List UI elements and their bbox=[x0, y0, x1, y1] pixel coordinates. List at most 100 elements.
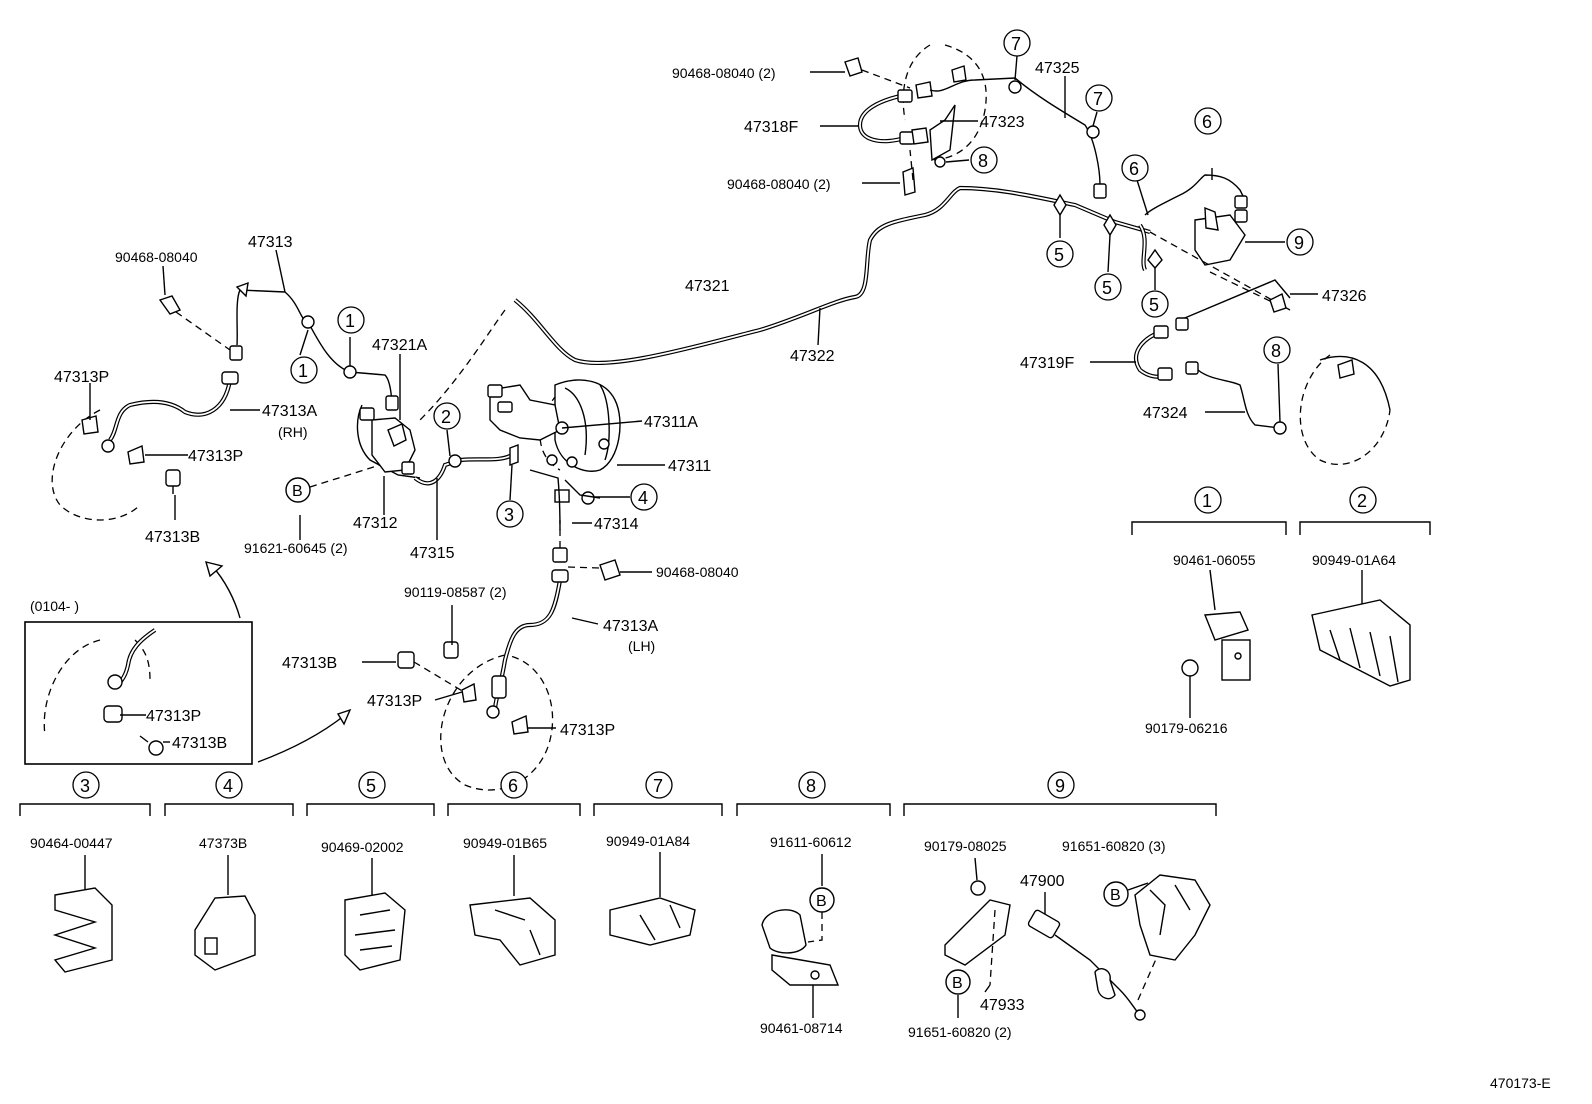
callout-number: 1 bbox=[345, 311, 355, 331]
callout-number: 6 bbox=[1129, 159, 1139, 179]
label-47326: 47326 bbox=[1322, 288, 1367, 305]
label-47315: 47315 bbox=[410, 545, 455, 562]
label-47321: 47321 bbox=[685, 278, 730, 295]
legend-part: 47373B bbox=[199, 835, 247, 851]
rear-right-assembly bbox=[1053, 174, 1391, 466]
legend-part: 90461-08714 bbox=[760, 1020, 843, 1036]
legend-number: 3 bbox=[80, 776, 90, 796]
label-47313a-rh: 47313A bbox=[262, 403, 317, 420]
legend-number: 5 bbox=[366, 776, 376, 796]
callout-number: 3 bbox=[504, 505, 514, 525]
label-90468-08040-b: 90468-08040 bbox=[656, 564, 739, 580]
legend-group-9: 9 90179-08025 91651-60820 (3) 47900 4793… bbox=[903, 771, 1217, 1040]
legend-part: 47933 bbox=[980, 997, 1025, 1014]
callout-number: 5 bbox=[1054, 245, 1064, 265]
legend-group-6: 6 90949-01B65 bbox=[447, 771, 581, 966]
legend-number: 1 bbox=[1202, 491, 1212, 511]
callout-number: 5 bbox=[1102, 278, 1112, 298]
legend-number: 7 bbox=[653, 776, 663, 796]
label-47319f: 47319F bbox=[1020, 355, 1074, 372]
diagram-id: 470173-E bbox=[1490, 1075, 1551, 1091]
label-47324: 47324 bbox=[1143, 405, 1188, 422]
label-47313: 47313 bbox=[248, 234, 293, 251]
label-47323: 47323 bbox=[980, 114, 1025, 131]
label-91621-60645: 91621-60645 (2) bbox=[244, 540, 348, 556]
label-47321a: 47321A bbox=[372, 337, 427, 354]
front-rh-brake-assembly bbox=[51, 281, 399, 521]
label-47313p-b: 47313P bbox=[188, 448, 243, 465]
legend-number: 6 bbox=[508, 776, 518, 796]
label-47318f: 47318F bbox=[744, 119, 798, 136]
label-47313b-mid: 47313B bbox=[282, 655, 337, 672]
label-47311a: 47311A bbox=[644, 414, 698, 431]
legend-part: 90464-00447 bbox=[30, 835, 113, 851]
inset-label-47313p: 47313P bbox=[146, 708, 201, 725]
inset-box bbox=[24, 621, 253, 765]
rear-upper-assembly bbox=[844, 44, 1107, 199]
legend-number: 9 bbox=[1055, 776, 1065, 796]
legend-group-3: 3 90464-00447 bbox=[19, 771, 151, 973]
main-pipe-47321 bbox=[513, 185, 1151, 366]
arrow-up-head bbox=[204, 561, 224, 578]
callout-number: 7 bbox=[1093, 89, 1103, 109]
callout-number: 1 bbox=[298, 361, 308, 381]
legend-part: 90179-08025 bbox=[924, 838, 1007, 854]
legend-group-8: 8 91611-60612 90461-08714 bbox=[736, 771, 891, 1036]
callout-number: 5 bbox=[1149, 295, 1159, 315]
master-cylinder-assembly bbox=[419, 309, 621, 563]
inset-date-label: (0104- ) bbox=[30, 598, 79, 614]
label-47325: 47325 bbox=[1035, 60, 1080, 77]
legend-number: 8 bbox=[806, 776, 816, 796]
label-47313a-lh: 47313A bbox=[603, 618, 658, 635]
label-47313p-d: 47313P bbox=[560, 722, 615, 739]
legend-group-1: 1 90461-06055 90179-06216 bbox=[1131, 486, 1287, 736]
b-marker: B bbox=[816, 893, 827, 910]
legend-part: 91611-60612 bbox=[770, 834, 852, 850]
arrow-right bbox=[257, 714, 346, 763]
legend-group-5: 5 90469-02002 bbox=[306, 771, 435, 971]
inset-label-47313b: 47313B bbox=[172, 735, 227, 752]
label-47322: 47322 bbox=[790, 348, 835, 365]
callout-number: 6 bbox=[1202, 112, 1212, 132]
callout-number: 8 bbox=[1271, 341, 1281, 361]
callout-number: 4 bbox=[638, 488, 648, 508]
label-47313b-top: 47313B bbox=[145, 529, 200, 546]
label-lh: (LH) bbox=[628, 638, 655, 654]
label-47312: 47312 bbox=[353, 515, 398, 532]
label-90468-08040-a: 90468-08040 bbox=[115, 249, 198, 265]
callout-circles: 1 1 2 3 4 5 5 5 6 6 7 7 8 8 9 bbox=[290, 29, 1314, 528]
legend-part: 90179-06216 bbox=[1145, 720, 1228, 736]
callout-number: 2 bbox=[441, 407, 451, 427]
arrow-up bbox=[211, 565, 241, 619]
legend-part: 90949-01A64 bbox=[1312, 552, 1396, 568]
legend-group-4: 4 47373B bbox=[164, 771, 294, 971]
label-90468-08040-c: 90468-08040 (2) bbox=[672, 65, 776, 81]
legend-part: 90461-06055 bbox=[1173, 552, 1256, 568]
label-90468-08040-d: 90468-08040 (2) bbox=[727, 176, 831, 192]
legend-part: 91651-60820 (3) bbox=[1062, 838, 1166, 854]
label-47313p-c: 47313P bbox=[367, 693, 422, 710]
label-47313p-a: 47313P bbox=[54, 369, 109, 386]
b-marker: B bbox=[1110, 887, 1121, 904]
callout-number: 9 bbox=[1294, 233, 1304, 253]
callout-number: 7 bbox=[1011, 34, 1021, 54]
b-markers: B B B B bbox=[285, 477, 1129, 995]
legend-part: 90469-02002 bbox=[321, 839, 404, 855]
callout-number: 8 bbox=[978, 151, 988, 171]
b-marker: B bbox=[952, 975, 963, 992]
legend-group-2: 2 90949-01A64 bbox=[1299, 486, 1431, 687]
label-47314: 47314 bbox=[594, 516, 639, 533]
legend-group-7: 7 90949-01A84 bbox=[593, 771, 723, 946]
legend-part: 91651-60820 (2) bbox=[908, 1024, 1012, 1040]
label-47311: 47311 bbox=[668, 458, 711, 475]
label-rh: (RH) bbox=[278, 424, 308, 440]
arrow-right-head bbox=[336, 708, 352, 726]
part-labels: 47313 90468-08040 47313P 47313A (RH) 473… bbox=[30, 60, 1551, 1091]
label-90119-08587: 90119-08587 (2) bbox=[404, 584, 506, 600]
legend-part: 47900 bbox=[1020, 873, 1065, 890]
valve-47321a-assembly bbox=[309, 404, 519, 488]
legend-number: 4 bbox=[223, 776, 233, 796]
legend-part: 90949-01A84 bbox=[606, 833, 690, 849]
